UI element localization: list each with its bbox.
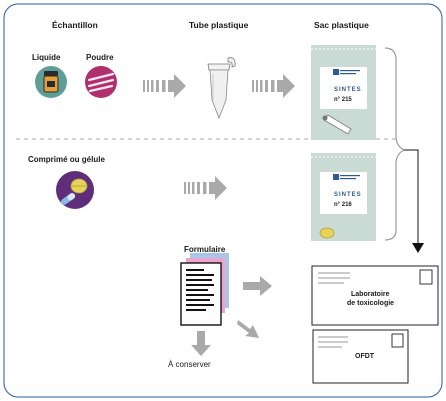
plastic-bag-216 [311,153,376,241]
bags-brace [384,47,406,241]
brace-to-envelope-line [404,149,419,243]
header-tube: Tube plastique [189,20,249,30]
plastic-bag-215 [311,45,376,140]
bag-216-brand: SINTES [334,192,362,198]
bag-216-number: n° 216 [334,202,352,208]
arrow-tube-to-bag [252,74,295,98]
envelope-ofdt [312,329,409,384]
arrow-sample-to-tube [143,74,186,98]
bag-215-brand: SINTES [334,87,362,93]
tablet-capsule-icon [56,171,94,209]
bag-215-number: n° 215 [334,97,352,103]
form-label: Formulaire [184,245,226,254]
label-powder: Poudre [86,53,114,62]
form-stack [180,253,229,326]
label-tablet: Comprimé ou gélule [28,155,105,164]
arrow-form-to-keep [191,331,211,356]
arrow-form-to-ofdt [237,320,259,338]
header-bag: Sac plastique [314,20,369,30]
envelope-lab-line1: Laboratoire [351,291,390,298]
arrow-form-to-lab [243,276,272,296]
keep-label: À conserver [168,360,211,369]
plastic-tube-icon [207,57,236,120]
outer-frame [3,3,443,398]
label-liquid: Liquide [32,53,61,62]
header-sample: Échantillon [52,20,98,30]
envelope-lab [311,265,439,326]
envelope-ofdt-label: OFDT [355,353,375,360]
liquid-icon [35,66,67,98]
down-arrowhead [412,243,424,253]
envelope-lab-line2: de toxicologie [347,300,395,307]
arrow-tablet-to-bag [184,176,227,200]
powder-icon [85,66,117,98]
